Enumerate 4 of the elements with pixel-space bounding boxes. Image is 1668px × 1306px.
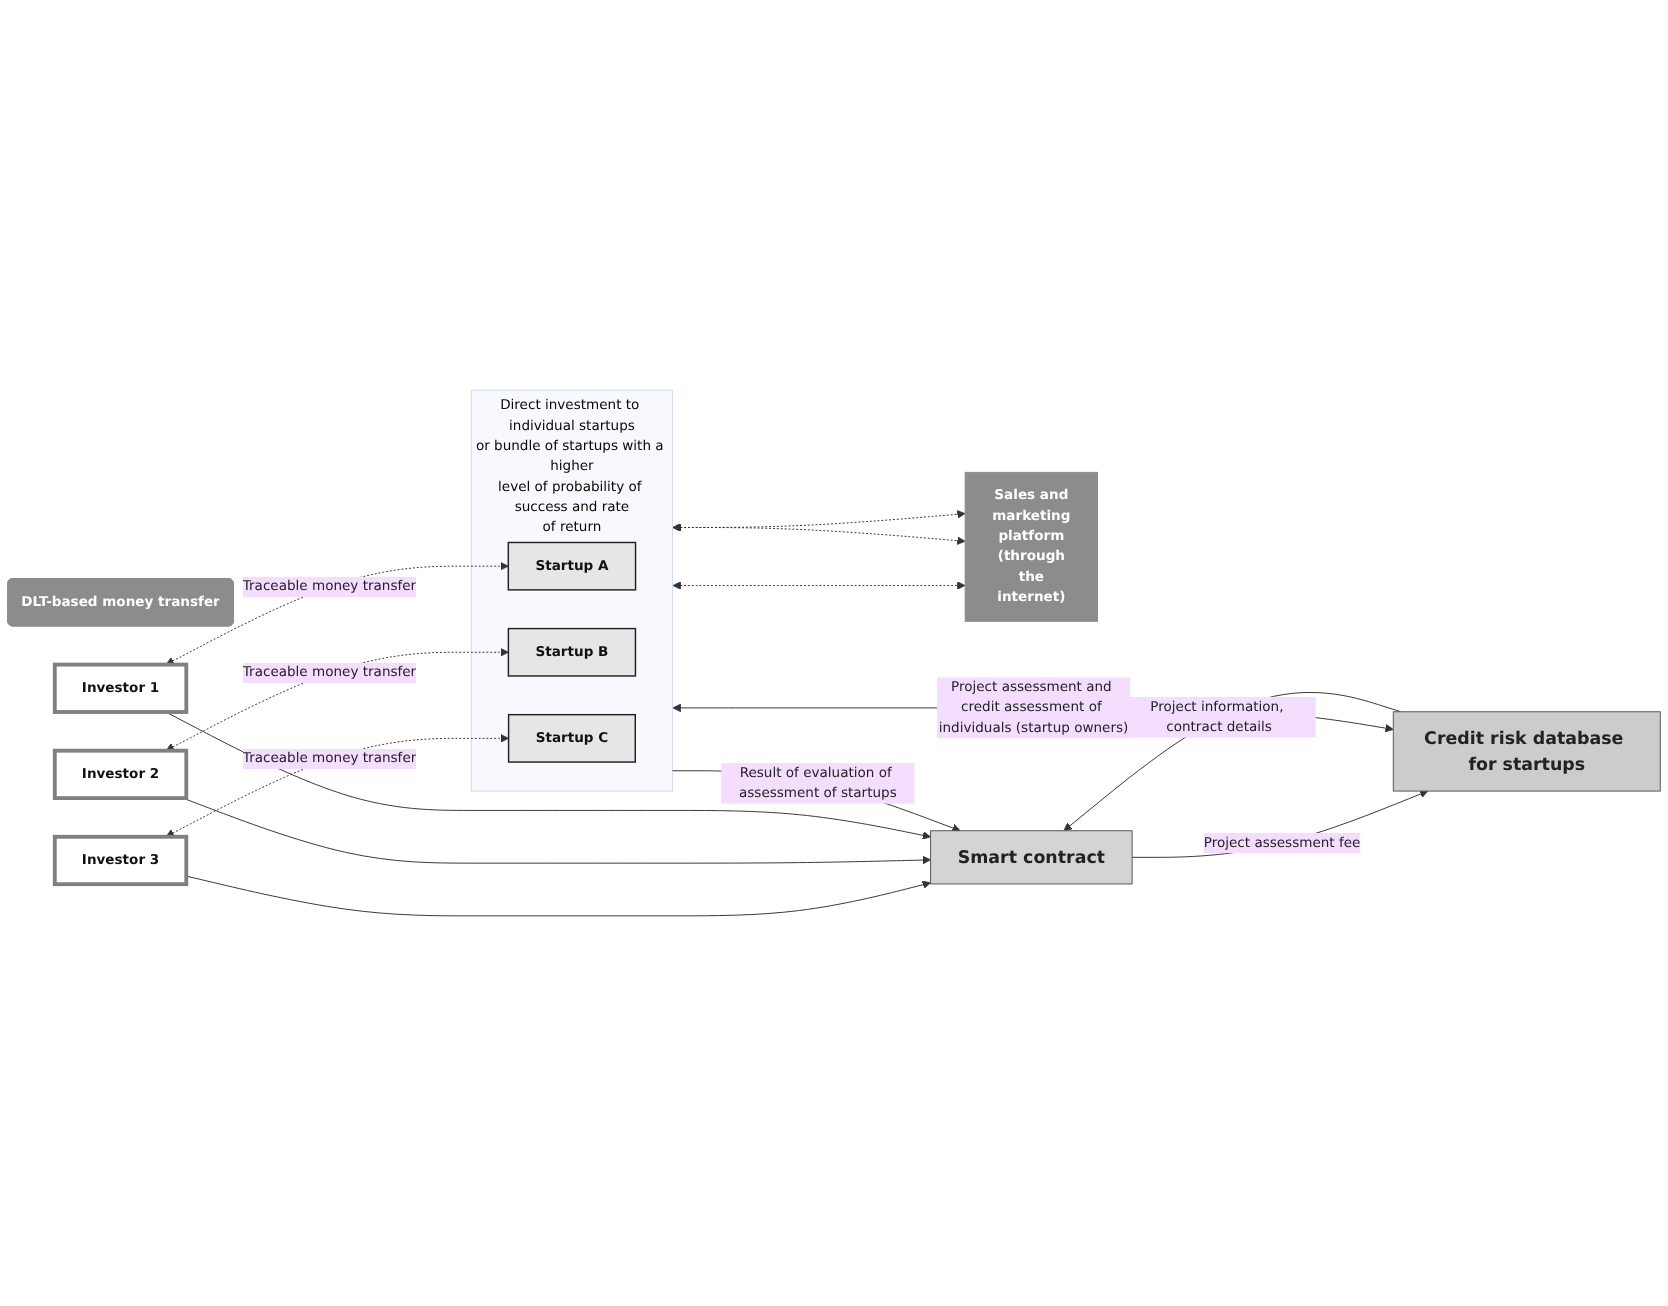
arrow	[165, 648, 509, 751]
node-box: Credit risk database for startups	[1392, 711, 1661, 792]
arrow	[165, 734, 509, 837]
node-box: Smart contract	[930, 830, 1133, 885]
